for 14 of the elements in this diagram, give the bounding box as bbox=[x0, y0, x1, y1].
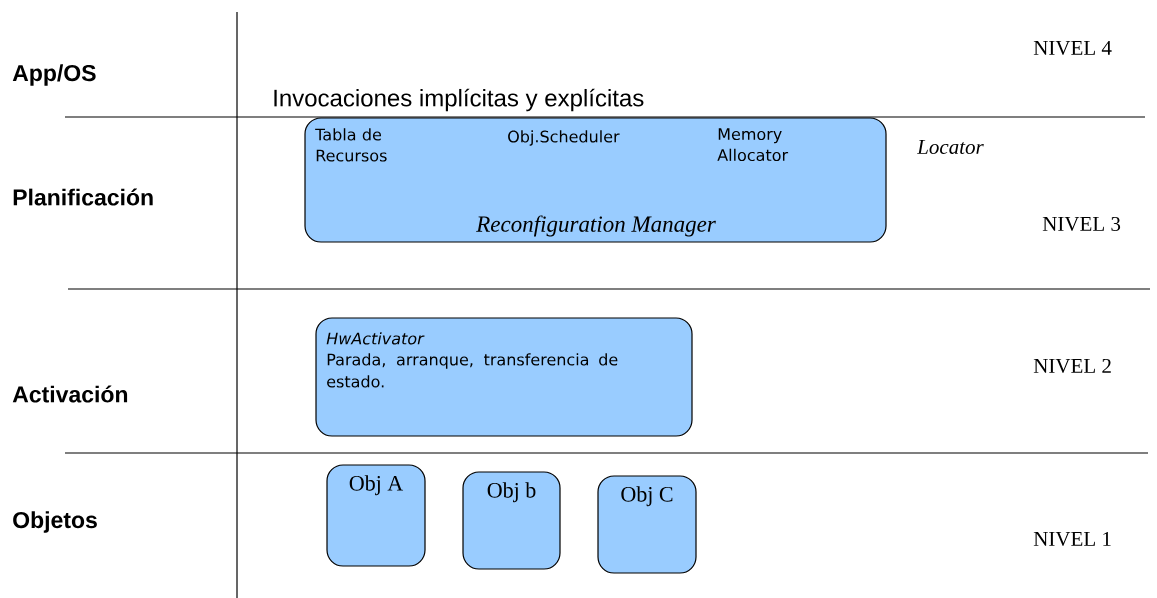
component-label: Locator bbox=[916, 140, 984, 154]
layer-label: Objetos bbox=[13, 511, 97, 533]
level-label: NIVEL 3 bbox=[1042, 216, 1121, 232]
process-box: Obj A bbox=[326, 464, 426, 567]
process-box: Tabla de Recursos Obj.Scheduler Memory Allocator Reconfiguration Manager bbox=[304, 117, 887, 243]
process-box: Obj C bbox=[597, 475, 697, 574]
layer-label: Planificación bbox=[13, 188, 153, 206]
process-box: HwActivator Parada, arranque, transferencia de estado. bbox=[315, 317, 693, 437]
process-box: Obj b bbox=[462, 471, 561, 570]
level-label: NIVEL 2 bbox=[1033, 358, 1111, 374]
level-label: NIVEL 4 bbox=[1033, 40, 1112, 56]
layer-label: App/OS bbox=[12, 64, 96, 86]
layer-label: Activación bbox=[12, 385, 128, 403]
level-label: NIVEL 1 bbox=[1033, 531, 1111, 547]
